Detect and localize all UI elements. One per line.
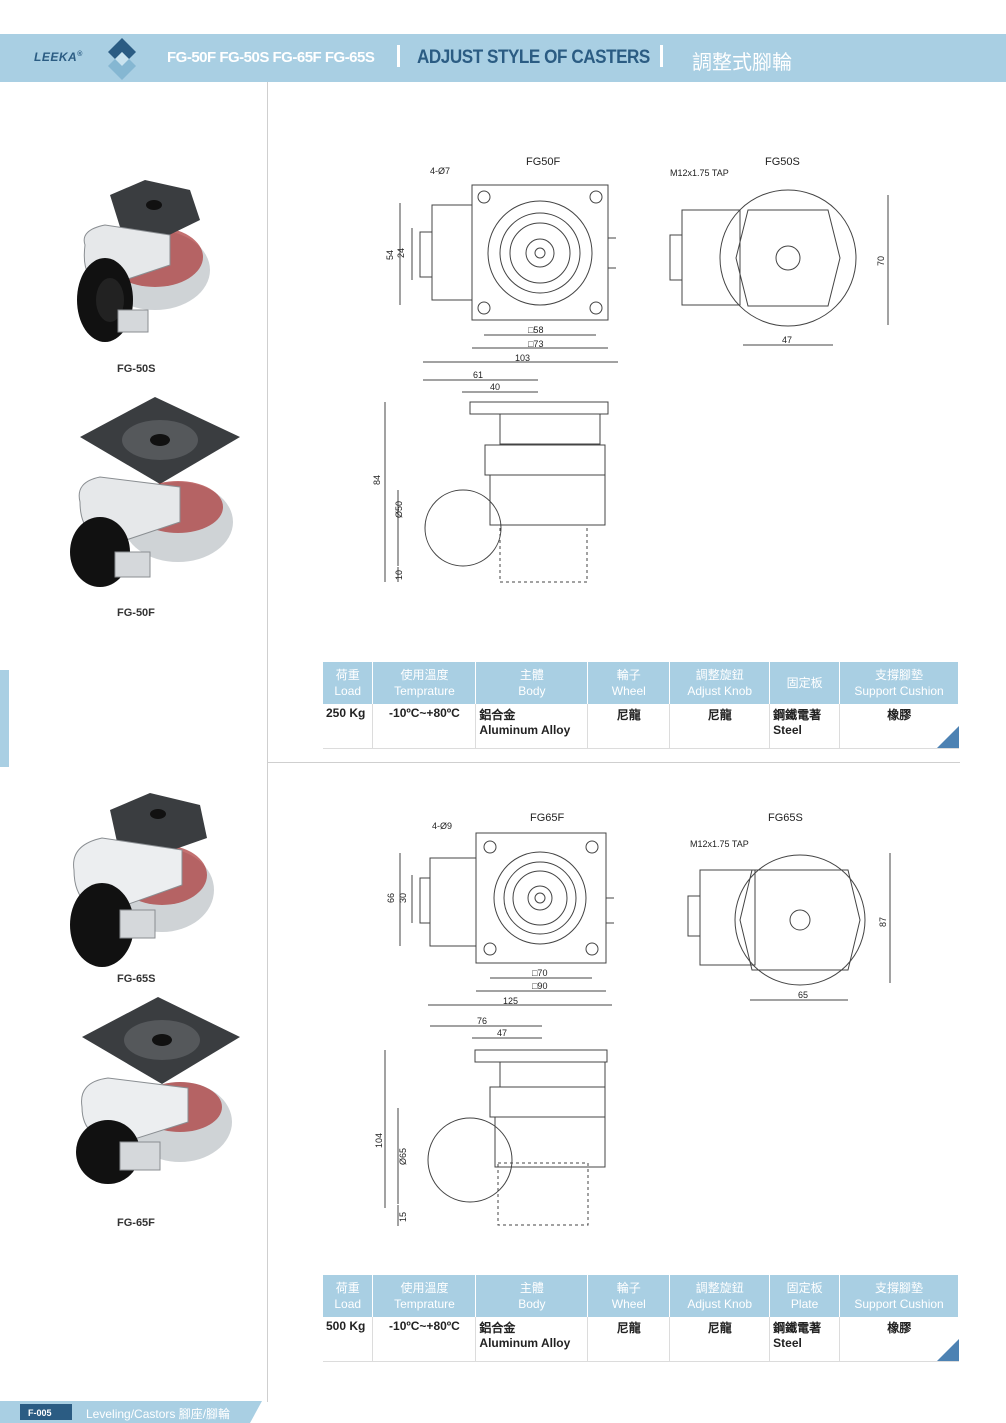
svg-text:□70: □70 (532, 968, 547, 978)
svg-text:□58: □58 (528, 325, 543, 335)
svg-text:□90: □90 (532, 981, 547, 991)
svg-text:54: 54 (385, 250, 395, 260)
svg-text:47: 47 (782, 335, 792, 345)
footer-band-icon (0, 1401, 262, 1423)
brand-diamond-icon (108, 38, 136, 80)
cell-load: 250 Kg (323, 704, 374, 749)
fg65-technical-drawing: FG65F FG65S 4-Ø9 M12x1.75 TAP 66 30 □70 … (374, 812, 891, 1226)
brand-logo-text: LEEKA® (34, 50, 83, 64)
svg-text:84: 84 (372, 475, 382, 485)
fg65-tap-label: M12x1.75 TAP (690, 839, 749, 849)
footer-section-label: Leveling/Castors 腳座/腳輪 (86, 1407, 231, 1421)
page-footer: F-005 Leveling/Castors 腳座/腳輪 (0, 1401, 270, 1423)
caster-square-plate-photo-icon (70, 397, 240, 587)
fg50-holes-label: 4-Ø7 (430, 166, 450, 176)
svg-text:104: 104 (374, 1133, 384, 1148)
svg-text:10: 10 (394, 570, 404, 580)
svg-text:□73: □73 (528, 339, 543, 349)
fg65-holes-label: 4-Ø9 (432, 821, 452, 831)
fg50-tap-label: M12x1.75 TAP (670, 168, 729, 178)
cell-knob: 尼龍 (669, 1317, 771, 1362)
fg50f-title: FG50F (526, 156, 561, 168)
cell-knob: 尼龍 (669, 704, 771, 749)
svg-text:87: 87 (878, 917, 888, 927)
svg-text:15: 15 (398, 1212, 408, 1222)
section-divider (268, 762, 960, 763)
caster-hex-top-photo-icon (77, 180, 210, 342)
page-title-en: ADJUST STYLE OF CASTERS (417, 47, 650, 68)
photo-caption: FG-50F (117, 607, 155, 619)
svg-text:24: 24 (396, 248, 406, 258)
fg50-technical-drawing: FG50F FG50S 4-Ø7 M12x1.75 TAP 54 24 □58 … (372, 156, 889, 583)
svg-text:66: 66 (386, 893, 396, 903)
photo-caption: FG-50S (117, 363, 156, 375)
header-plate: 固定板 (769, 662, 841, 704)
cell-load: 500 Kg (323, 1317, 374, 1362)
svg-text:47: 47 (497, 1028, 507, 1038)
svg-text:65: 65 (798, 990, 808, 1000)
caster-hex-top-photo-icon (70, 793, 214, 967)
side-index-tab (0, 670, 9, 767)
photo-caption: FG-65S (117, 973, 156, 985)
cell-temp: -10ºC~+80ºC (372, 704, 477, 749)
corner-triangle-icon (936, 1339, 959, 1361)
svg-text:70: 70 (876, 256, 886, 266)
page-number: F-005 (28, 1408, 52, 1418)
cell-temp: -10ºC~+80ºC (372, 1317, 477, 1362)
model-list: FG-50F FG-50S FG-65F FG-65S (167, 49, 375, 66)
cell-cushion: 橡膠 (839, 704, 959, 749)
svg-text:30: 30 (398, 893, 408, 903)
caster-square-plate-photo-icon (76, 997, 240, 1184)
svg-text:103: 103 (515, 353, 530, 363)
photo-caption: FG-65F (117, 1217, 155, 1229)
svg-text:125: 125 (503, 996, 518, 1006)
fg65f-title: FG65F (530, 812, 565, 824)
fg50s-title: FG50S (765, 156, 800, 168)
cell-cushion: 橡膠 (839, 1317, 959, 1362)
header-divider (660, 45, 663, 67)
svg-text:61: 61 (473, 370, 483, 380)
page-title-zh: 調整式腳輪 (692, 50, 792, 74)
header-divider (397, 45, 400, 67)
svg-text:Ø65: Ø65 (398, 1148, 408, 1165)
svg-text:76: 76 (477, 1016, 487, 1026)
svg-text:40: 40 (490, 382, 500, 392)
svg-text:Ø50: Ø50 (394, 501, 404, 518)
fg65s-title: FG65S (768, 812, 803, 824)
header-bar: LEEKA® FG-50F FG-50S FG-65F FG-65S ADJUS… (0, 34, 1006, 82)
cell-wheel: 尼龍 (587, 704, 671, 749)
corner-triangle-icon (936, 726, 959, 748)
cell-wheel: 尼龍 (587, 1317, 671, 1362)
column-divider (267, 82, 268, 1402)
